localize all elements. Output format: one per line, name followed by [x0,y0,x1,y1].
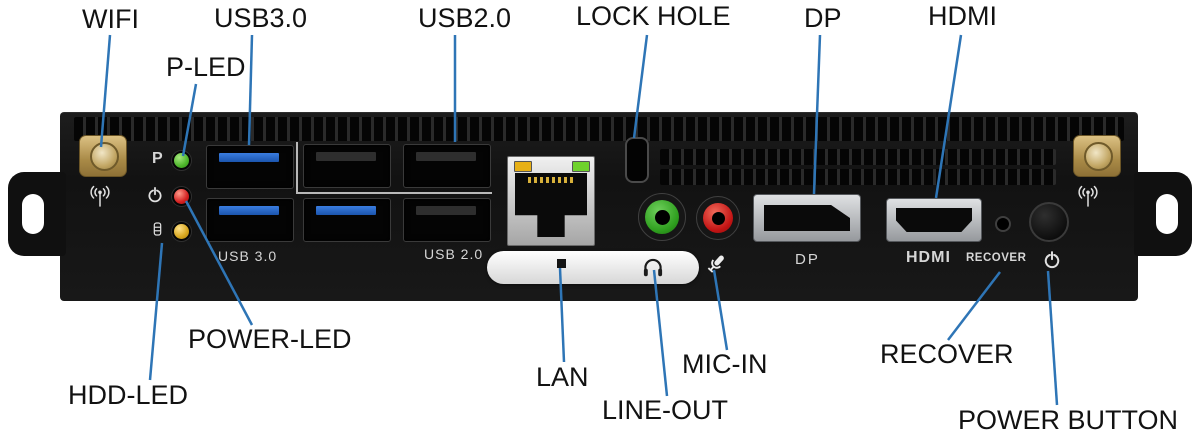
usb3-port [206,145,294,189]
hdmi-port [886,198,982,242]
usb-tongue [416,206,476,215]
usb2-port [403,144,491,188]
line-out-jack [638,193,686,241]
line-out-ring [645,200,679,234]
dp-port [753,194,861,242]
lan-activity-led-right [572,161,590,172]
mic-in-ring [703,203,733,233]
power-icon [148,186,162,203]
mic-icon [707,255,724,273]
label-usb2: USB2.0 [418,3,512,33]
label-lan: LAN [536,362,589,392]
jack-hole [711,211,725,225]
hdmi-socket [896,208,972,232]
sma-connector-core-left [90,142,119,171]
power-led-indicator [174,189,189,204]
lan-port [507,156,595,246]
kensington-lock-hole [625,137,649,183]
sma-connector-core-right [1084,142,1113,171]
lan-activity-led-left [514,161,532,172]
antenna-icon [90,185,110,207]
hdmi-print: HDMI [906,249,951,266]
headphone-icon [643,258,663,277]
hdd-icon [153,222,162,236]
usb2-port [403,198,491,242]
usb3-port [206,198,294,242]
rj45-pins [528,177,574,183]
label-power-led: POWER-LED [188,324,352,354]
antenna-icon [1078,185,1098,207]
mount-hole-left [22,194,44,234]
dp-print: DP [795,251,820,268]
panel-divider-vertical [296,142,298,194]
usb-tongue [219,206,279,215]
usb-tongue [316,206,376,215]
label-p-led: P-LED [166,52,246,82]
recover-print: RECOVER [966,252,1027,264]
usb3-print: USB 3.0 [218,248,278,264]
label-hdd-led: HDD-LED [68,380,189,410]
usb2-port [303,144,391,188]
jack-hole [654,209,670,225]
p-led-print: P [152,150,163,167]
label-recover: RECOVER [880,339,1014,369]
label-lock-hole: LOCK HOLE [576,1,731,31]
front-light-bar [487,251,699,284]
recover-pinhole [995,216,1011,232]
label-power-button: POWER BUTTON [958,405,1179,435]
label-wifi: WIFI [82,4,139,34]
label-mic-in: MIC-IN [682,349,768,379]
vent-grille-middle-row1 [660,149,1056,165]
wifi-antenna-connector-right [1073,135,1121,177]
mic-in-jack [696,196,740,240]
usb2-print: USB 2.0 [424,246,484,262]
power-icon [1044,251,1060,269]
p-led-indicator [174,153,189,168]
usb3-port [303,198,391,242]
usb-tongue [416,152,476,161]
mount-hole-right [1156,194,1178,234]
vent-grille-top [74,117,1124,141]
label-line-out: LINE-OUT [602,395,729,425]
hdd-led-indicator [174,224,189,239]
usb-tongue [219,153,279,162]
panel-divider-horizontal [296,192,492,194]
label-dp: DP [804,3,842,33]
label-hdmi: HDMI [928,1,997,31]
label-usb3: USB3.0 [214,3,308,33]
usb-tongue [316,152,376,161]
dp-socket [764,205,850,231]
wifi-antenna-connector-left [79,135,127,177]
power-button [1029,202,1069,242]
vent-grille-middle-row2 [660,169,1056,185]
bar-mark [557,259,566,268]
